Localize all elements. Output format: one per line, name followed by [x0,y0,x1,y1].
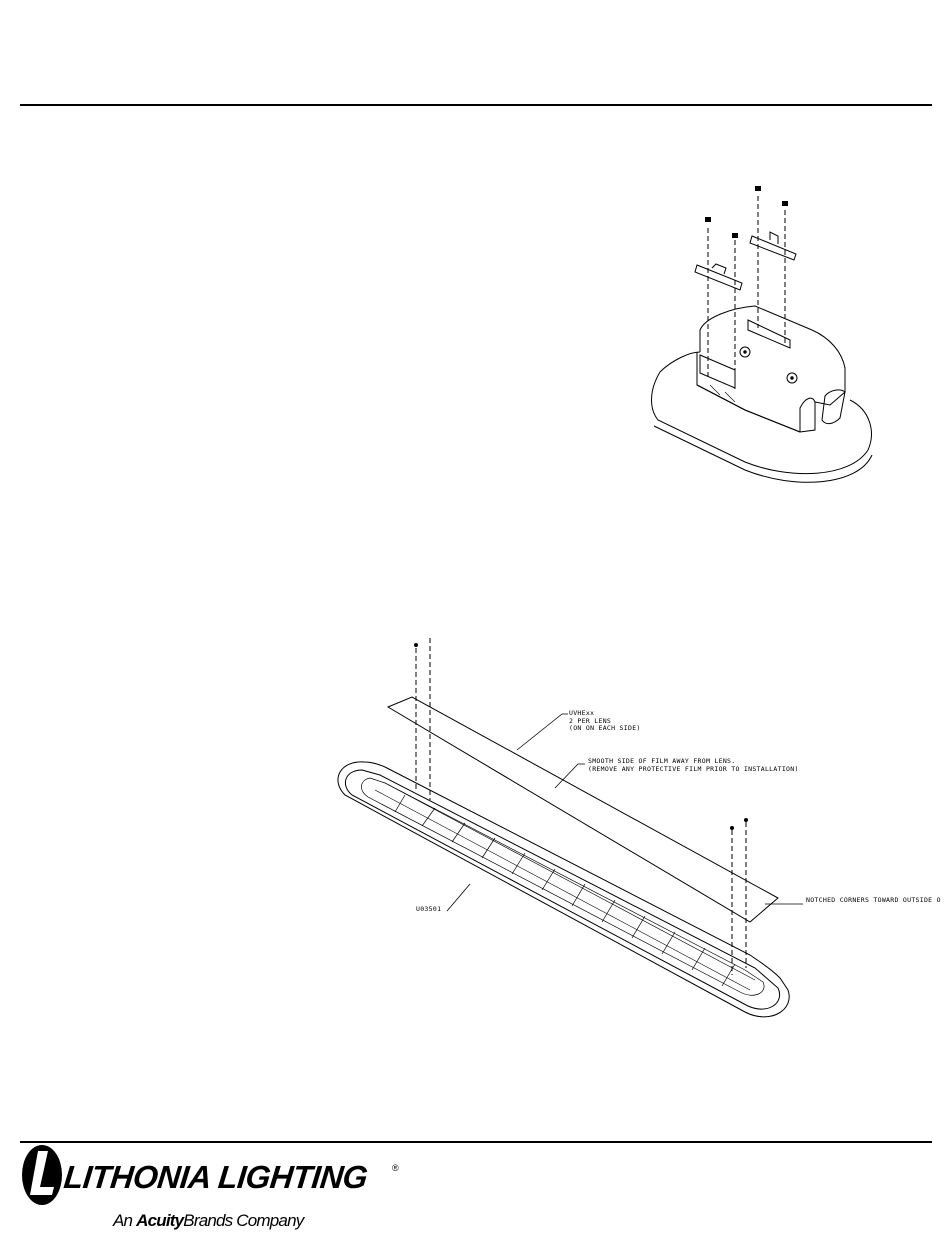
lens-screws [416,638,746,975]
bracket-slots [700,320,797,388]
screws [708,196,785,392]
logo-tagline-prefix: An [113,1211,132,1230]
callout-uv-film-side: (ON ON EACH SIDE) [569,725,641,733]
logo-tagline-brand: Acuity [136,1211,183,1230]
callout-lens-part: U03501 [416,906,441,914]
lithonia-logo-mark-icon [20,1143,64,1207]
screw-heads [705,186,788,238]
lens-screw-heads [414,643,748,830]
callout-film-orientation: SMOOTH SIDE OF FILM AWAY FROM LENS. (REM… [588,758,799,773]
logo-tagline-suffix: Brands Company [183,1211,303,1230]
callout-uv-film: UVHExx 2 PER LENS (ON ON EACH SIDE) [569,710,641,733]
endcap-housing [652,306,873,482]
logo-registered-mark: ® [392,1163,399,1173]
logo-tagline: An AcuityBrands Company [113,1211,303,1231]
callout-notched-corners: NOTCHED CORNERS TOWARD OUTSIDE O [806,897,941,905]
leader-lines [447,714,803,911]
callout-film-protective-text: (REMOVE ANY PROTECTIVE FILM PRIOR TO INS… [588,766,799,774]
lens-drawing [338,762,789,1017]
logo-wordmark: LITHONIA LIGHTING [62,1159,369,1196]
mounting-brackets [695,232,796,290]
lithonia-logo: LITHONIA LIGHTING ® An AcuityBrands Comp… [20,1143,440,1243]
